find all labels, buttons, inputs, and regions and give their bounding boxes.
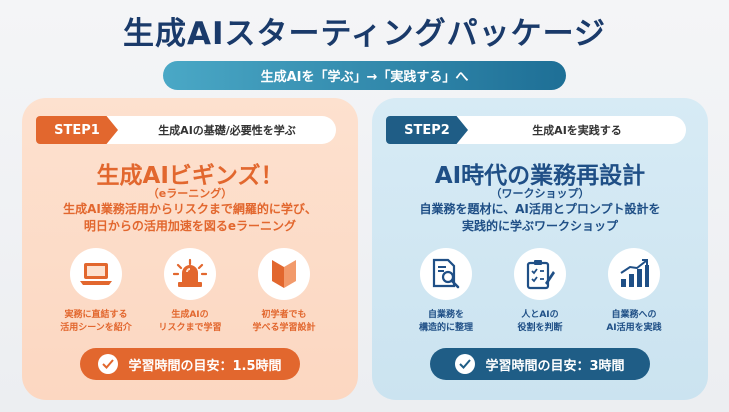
step2-feature-3-label: 自業務への AI活用を実践	[606, 310, 662, 333]
step2-feature-2-label: 人とAIの 役割を判断	[517, 310, 563, 333]
step2-feature-1: 自業務を 構造的に整理	[396, 248, 496, 335]
step1-feature-3-label: 初学者でも 学べる学習設計	[252, 310, 316, 333]
step1-feature-2-label: 生成AIの リスクまで学習	[158, 310, 222, 333]
step1-subtitle: （eラーニング）	[147, 187, 233, 200]
step2-header: STEP2 生成AIを実践する	[386, 116, 686, 144]
subtitle-banner: 生成AIを「学ぶ」→「実践する」へ	[163, 61, 566, 90]
step1-description: 生成AIの基礎/必要性を学ぶ	[158, 124, 296, 137]
step1-title: 生成AIビギンズ！	[96, 163, 284, 189]
step1-duration-text: 学習時間の目安：1.5時間	[128, 358, 282, 374]
step1-card: STEP1 生成AIの基礎/必要性を学ぶ 生成AIビギンズ！ （eラーニング） …	[22, 98, 358, 400]
step2-title: AI時代の業務再設計	[434, 163, 646, 189]
step1-feature-2: 生成AIの リスクまで学習	[140, 248, 240, 335]
step1-duration: 学習時間の目安：1.5時間	[80, 348, 300, 380]
step2-card: STEP2 生成AIを実践する AI時代の業務再設計 （ワークショップ） 自業務…	[372, 98, 708, 400]
check-icon	[455, 354, 476, 374]
step1-header: STEP1 生成AIの基礎/必要性を学ぶ	[36, 116, 336, 144]
step2-duration: 学習時間の目安：3時間	[430, 348, 650, 380]
step1-summary-line2: 明日からの活用加速を図るeラーニング	[83, 219, 297, 233]
growth-chart-icon	[608, 248, 660, 300]
step2-feature-2: 人とAIの 役割を判断	[490, 248, 590, 335]
step2-summary-line2: 実践的に学ぶワークショップ	[461, 219, 618, 233]
step1-feature-3: 初学者でも 学べる学習設計	[234, 248, 334, 335]
step2-description: 生成AIを実践する	[532, 124, 622, 137]
step2-tag: STEP2	[386, 116, 468, 144]
step2-feature-3: 自業務への AI活用を実践	[584, 248, 684, 335]
step1-feature-1: 実務に直結する 活用シーンを紹介	[46, 248, 146, 335]
step2-feature-1-label: 自業務を 構造的に整理	[418, 310, 473, 333]
step1-feature-1-label: 実務に直結する 活用シーンを紹介	[60, 310, 132, 333]
document-search-icon	[420, 248, 472, 300]
step1-summary: 生成AI業務活用からリスクまで網羅的に学び、 明日からの活用加速を図るeラーニン…	[30, 201, 350, 235]
page-title: 生成AIスターティングパッケージ	[122, 16, 607, 52]
siren-icon	[164, 248, 216, 300]
checklist-icon	[514, 248, 566, 300]
step2-subtitle: （ワークショップ）	[490, 187, 590, 200]
check-icon	[98, 354, 119, 374]
step1-summary-line1: 生成AI業務活用からリスクまで網羅的に学び、	[63, 202, 317, 216]
step1-tag: STEP1	[36, 116, 118, 144]
step2-summary-line1: 自業務を題材に、AI活用とプロンプト設計を	[419, 202, 661, 216]
beginner-mark-icon	[258, 248, 310, 300]
step2-duration-text: 学習時間の目安：3時間	[485, 358, 625, 374]
laptop-icon	[70, 248, 122, 300]
step2-summary: 自業務を題材に、AI活用とプロンプト設計を 実践的に学ぶワークショップ	[380, 201, 700, 235]
